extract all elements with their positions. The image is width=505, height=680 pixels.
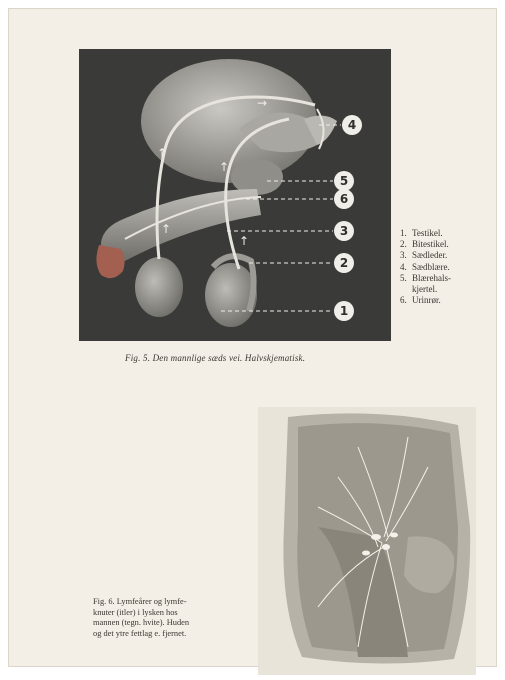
figure-6-illustration (258, 407, 476, 675)
svg-text:↑: ↑ (219, 160, 229, 174)
legend-item: 2.Bitestikel. (400, 239, 451, 250)
callout-label: 1 (340, 304, 348, 318)
legend-item: 4.Sædblære. (400, 262, 451, 273)
callout-label: 6 (340, 192, 348, 206)
figure-5-drawing: ↑ ↑ ↑ ↑ → (79, 49, 391, 341)
svg-text:↑: ↑ (239, 234, 249, 248)
caption-line: knuter (itler) i lysken hos (93, 608, 253, 619)
svg-text:↑: ↑ (157, 146, 167, 160)
callout-label: 3 (340, 224, 348, 238)
legend-item: kjertel. (400, 284, 451, 295)
legend-item: 5.Blærehals- (400, 273, 451, 284)
caption-line: Fig. 6. Lymfeårer og lymfe- (93, 597, 253, 608)
svg-text:↑: ↑ (161, 222, 171, 236)
left-testicle-shape (135, 257, 183, 317)
legend-item: 6.Urinrør. (400, 295, 451, 306)
callout-label: 2 (340, 256, 348, 270)
legend-item: 3.Sædleder. (400, 250, 451, 261)
figure-5-illustration: ↑ ↑ ↑ ↑ → (79, 49, 391, 341)
caption-line: og det ytre fettlag e. fjernet. (93, 629, 253, 640)
right-testicle-shape (205, 263, 257, 327)
callout-label: 5 (340, 174, 348, 188)
figure-5-legend: 1.Testikel. 2.Bitestikel. 3.Sædleder. 4.… (400, 228, 451, 306)
glans-shape (96, 245, 124, 278)
svg-text:→: → (257, 96, 267, 110)
figure-5-caption: Fig. 5. Den mannlige sæds vei. Halvskjem… (125, 353, 305, 363)
caption-line: mannen (tegn. hvite). Huden (93, 618, 253, 629)
callout-circles (334, 115, 362, 321)
callout-label: 4 (348, 118, 356, 132)
figure-6-drawing (258, 407, 476, 675)
legend-item: 1.Testikel. (400, 228, 451, 239)
figure-6-caption: Fig. 6. Lymfeårer og lymfe- knuter (itle… (93, 597, 253, 639)
book-page: ↑ ↑ ↑ ↑ → (8, 8, 497, 667)
